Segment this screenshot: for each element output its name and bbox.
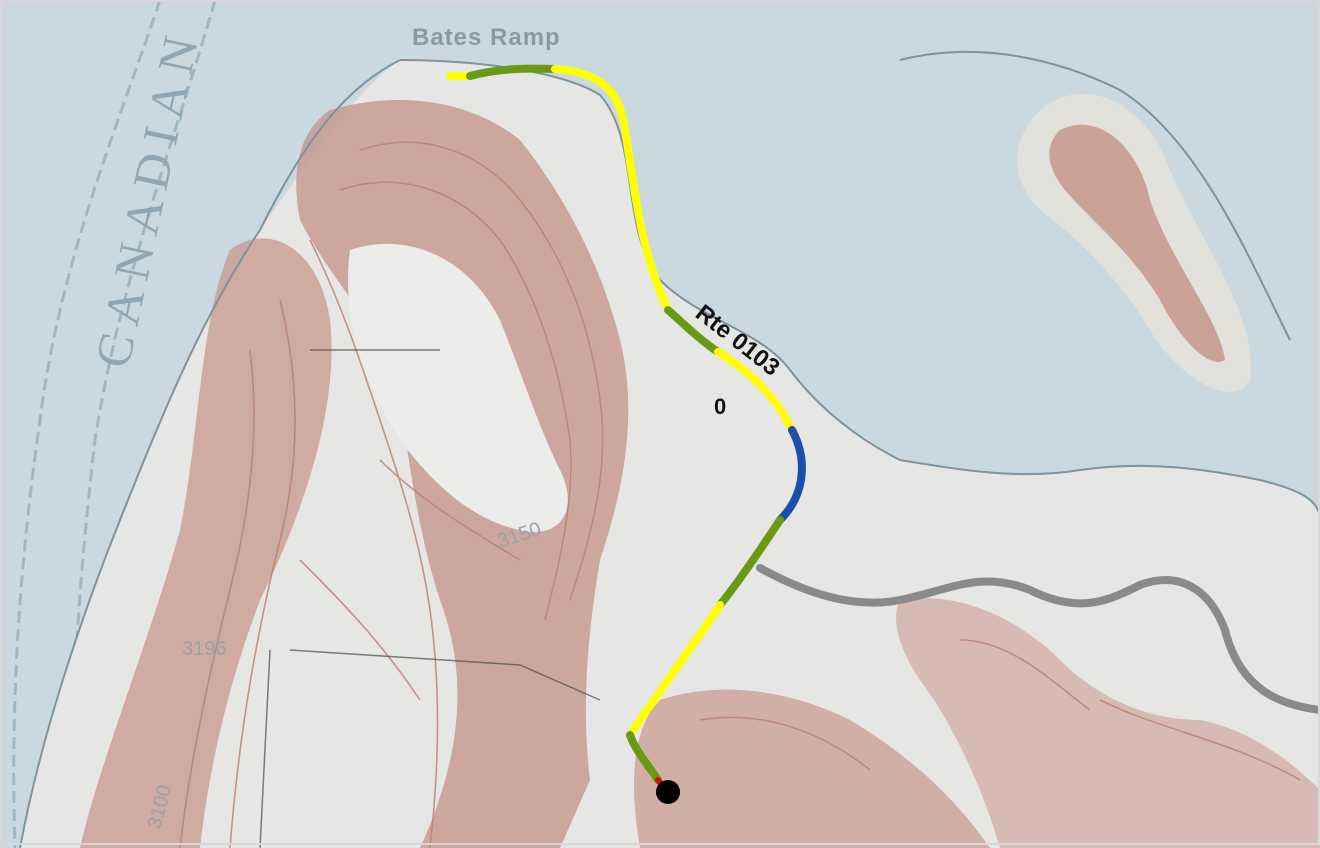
shoreline (399, 59, 1320, 521)
hills-east (896, 598, 1320, 848)
route-segment-yellow-south[interactable] (626, 601, 724, 739)
ridge-relief-west (80, 238, 332, 848)
section-lines (259, 349, 601, 848)
contour-lines (179, 141, 1301, 848)
route-segment-yellow-mid[interactable] (714, 348, 796, 434)
elevation-label-3196: 3196 (182, 638, 227, 660)
milepost-label: 0 (714, 394, 726, 419)
island-shore-line (899, 51, 1291, 341)
route-segment-yellow-ramp[interactable] (551, 65, 672, 314)
route-endpoint-marker[interactable] (656, 780, 680, 804)
shoreline-inner (19, 59, 401, 848)
island-relief (1049, 124, 1225, 362)
route-segment-blue[interactable] (776, 426, 806, 524)
route-segment-green-north[interactable] (466, 64, 559, 80)
plateau (348, 243, 568, 532)
route-segment-green-mid[interactable] (664, 306, 722, 356)
river-channel-line (12, 0, 162, 848)
place-label-bates-ramp: Bates Ramp (412, 24, 561, 51)
gray-road[interactable] (756, 564, 1320, 714)
route-segment-green-end[interactable] (626, 731, 662, 784)
route-segment-green-south[interactable] (716, 516, 784, 609)
hills-southeast (634, 689, 990, 848)
